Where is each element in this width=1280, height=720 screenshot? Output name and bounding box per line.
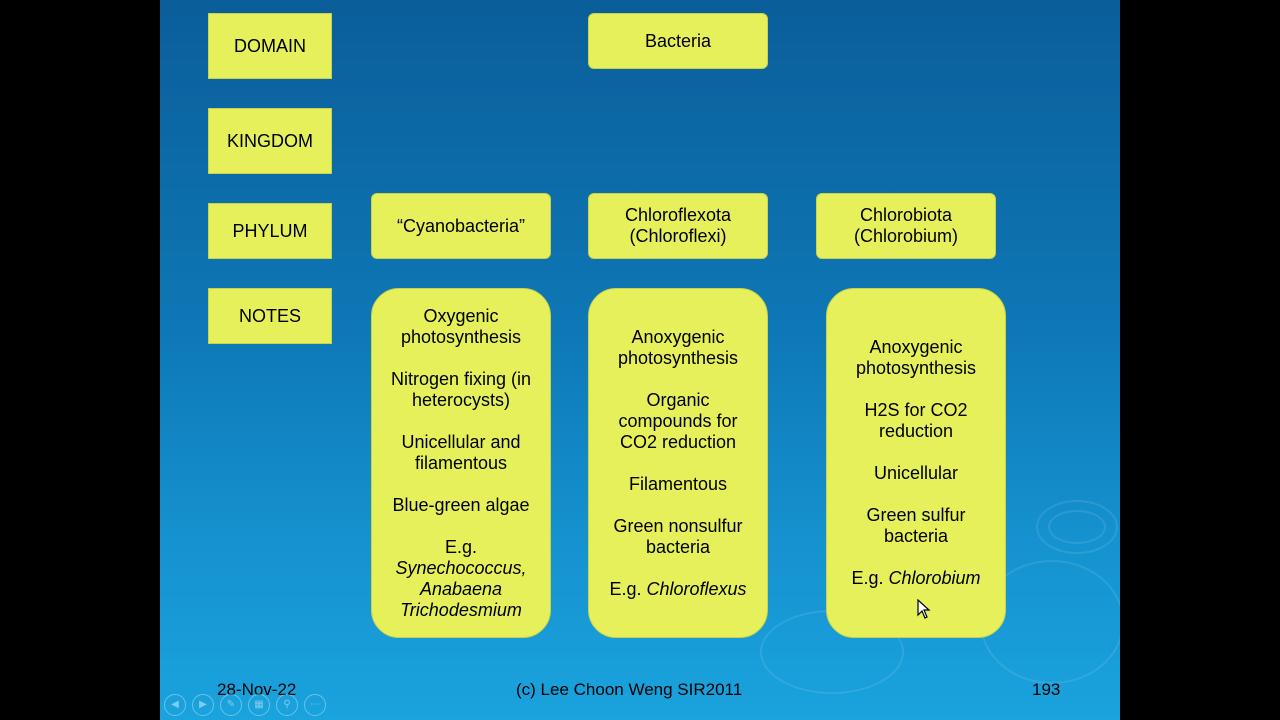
label-domain: DOMAIN xyxy=(208,13,332,79)
example-genus: Chloroflexus xyxy=(646,578,747,599)
example-genus: Synechococcus, xyxy=(395,557,527,578)
phylum-chlorobiota-box: Chlorobiota (Chlorobium) xyxy=(816,193,996,259)
zoom-icon[interactable]: ⚲ xyxy=(276,694,298,716)
note-photosynthesis: Anoxygenic photosynthesis xyxy=(617,326,739,368)
label-notes: NOTES xyxy=(208,288,332,344)
footer-date: 28-Nov-22 xyxy=(217,680,297,699)
phylum-name: Chlorobiota xyxy=(859,205,953,225)
example-genus: Trichodesmium xyxy=(400,599,522,620)
example-genus: Chlorobium xyxy=(888,568,981,588)
mouse-cursor-icon xyxy=(917,599,931,619)
note-common-name: Green sulfur bacteria xyxy=(866,505,966,546)
phylum-name: “Cyanobacteria” xyxy=(396,215,526,236)
note-photosynthesis: Oxygenic photosynthesis xyxy=(400,305,522,347)
label-kingdom: KINGDOM xyxy=(208,108,332,174)
example-prefix: E.g. xyxy=(444,536,477,557)
note-examples: E.g. Chloroflexus xyxy=(609,579,746,600)
more-icon[interactable]: ⋯ xyxy=(304,694,326,716)
example-prefix: E.g. xyxy=(609,578,647,599)
presentation-controls: ◀ ▶ ✎ ▦ ⚲ ⋯ xyxy=(164,694,326,716)
note-co2-reduction: H2S for CO2 reduction xyxy=(864,400,968,441)
note-examples: E.g. Chlorobium xyxy=(851,568,980,589)
example-prefix: E.g. xyxy=(851,568,889,588)
phylum-alt-name: (Chloroflexi) xyxy=(629,226,727,246)
phylum-alt-name: (Chlorobium) xyxy=(853,226,959,246)
footer-page-number: 193 xyxy=(1032,680,1061,699)
notes-cyanobacteria-box: Oxygenic photosynthesis Nitrogen fixing … xyxy=(371,288,551,638)
note-co2-reduction: Organic compounds for CO2 reduction xyxy=(618,389,738,452)
ripple-decoration xyxy=(1036,500,1118,554)
note-nitrogen-fixing: Nitrogen fixing (in heterocysts) xyxy=(390,368,532,410)
notes-chlorobiota-box: Anoxygenic photosynthesis H2S for CO2 re… xyxy=(826,288,1006,638)
phylum-name: Chloroflexota xyxy=(624,205,732,225)
notes-chloroflexota-box: Anoxygenic photosynthesis Organic compou… xyxy=(588,288,768,638)
phylum-chloroflexota-box: Chloroflexota (Chloroflexi) xyxy=(588,193,768,259)
note-morphology: Filamentous xyxy=(628,473,728,494)
note-common-name: Green nonsulfur bacteria xyxy=(613,515,743,557)
next-icon[interactable]: ▶ xyxy=(192,694,214,716)
note-morphology: Unicellular xyxy=(873,463,959,483)
note-common-name: Blue-green algae xyxy=(392,494,530,515)
note-examples: E.g. Synechococcus, Anabaena Trichodesmi… xyxy=(395,537,526,621)
slides-icon[interactable]: ▦ xyxy=(248,694,270,716)
label-phylum: PHYLUM xyxy=(208,203,332,259)
pen-icon[interactable]: ✎ xyxy=(220,694,242,716)
note-morphology: Unicellular and filamentous xyxy=(401,431,521,473)
note-photosynthesis: Anoxygenic photosynthesis xyxy=(855,337,977,378)
footer-copyright: (c) Lee Choon Weng SIR2011 xyxy=(516,680,743,699)
domain-bacteria-box: Bacteria xyxy=(588,13,768,69)
prev-icon[interactable]: ◀ xyxy=(164,694,186,716)
example-genus: Anabaena xyxy=(419,578,503,599)
phylum-cyanobacteria-box: “Cyanobacteria” xyxy=(371,193,551,259)
slide: DOMAIN KINGDOM PHYLUM NOTES Bacteria “Cy… xyxy=(160,0,1120,720)
